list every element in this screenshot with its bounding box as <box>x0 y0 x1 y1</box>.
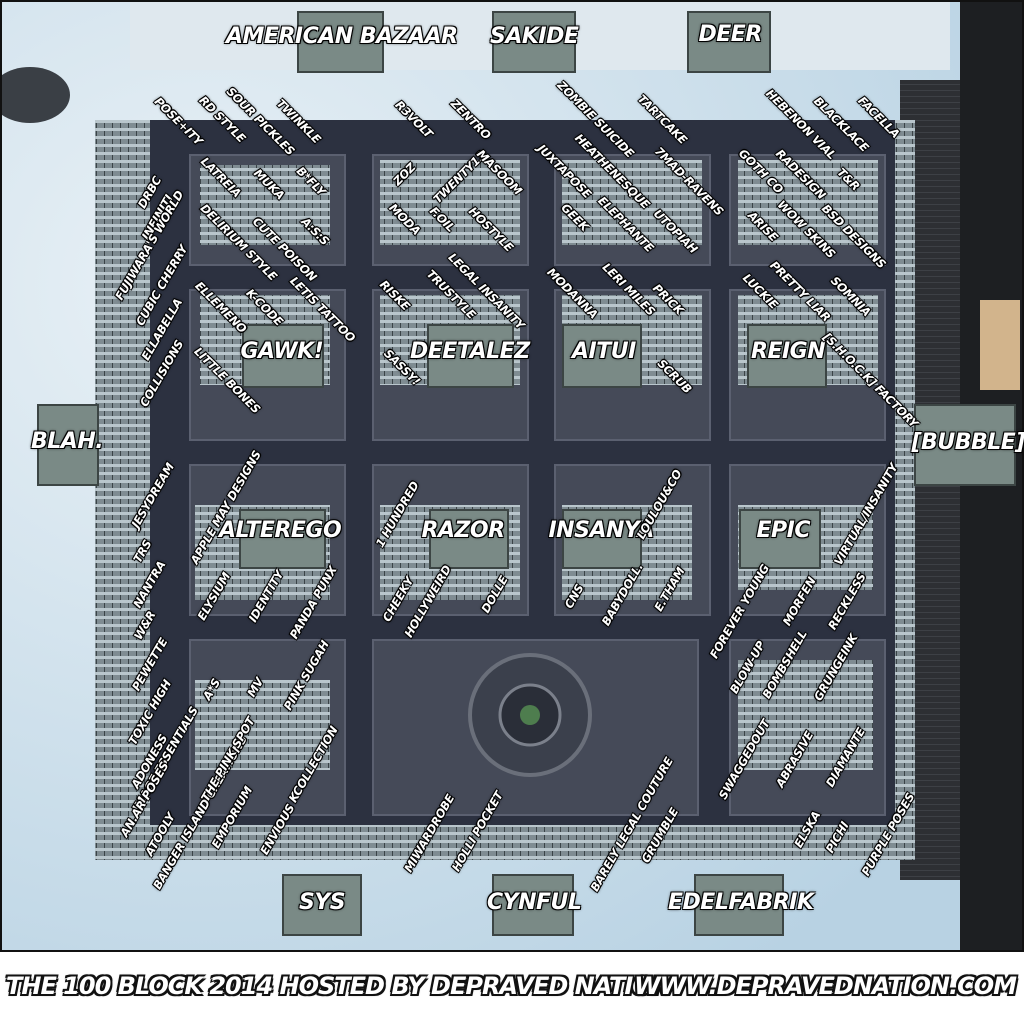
map-terrain <box>0 0 1024 952</box>
caption: THE 100 BLOCK 2014 HOSTED BY DEPRAVED NA… <box>6 972 672 1000</box>
website-link[interactable]: WWW.DEPRAVEDNATION.COM <box>634 972 1017 1000</box>
footer-bar: THE 100 BLOCK 2014 HOSTED BY DEPRAVED NA… <box>0 952 1024 1024</box>
